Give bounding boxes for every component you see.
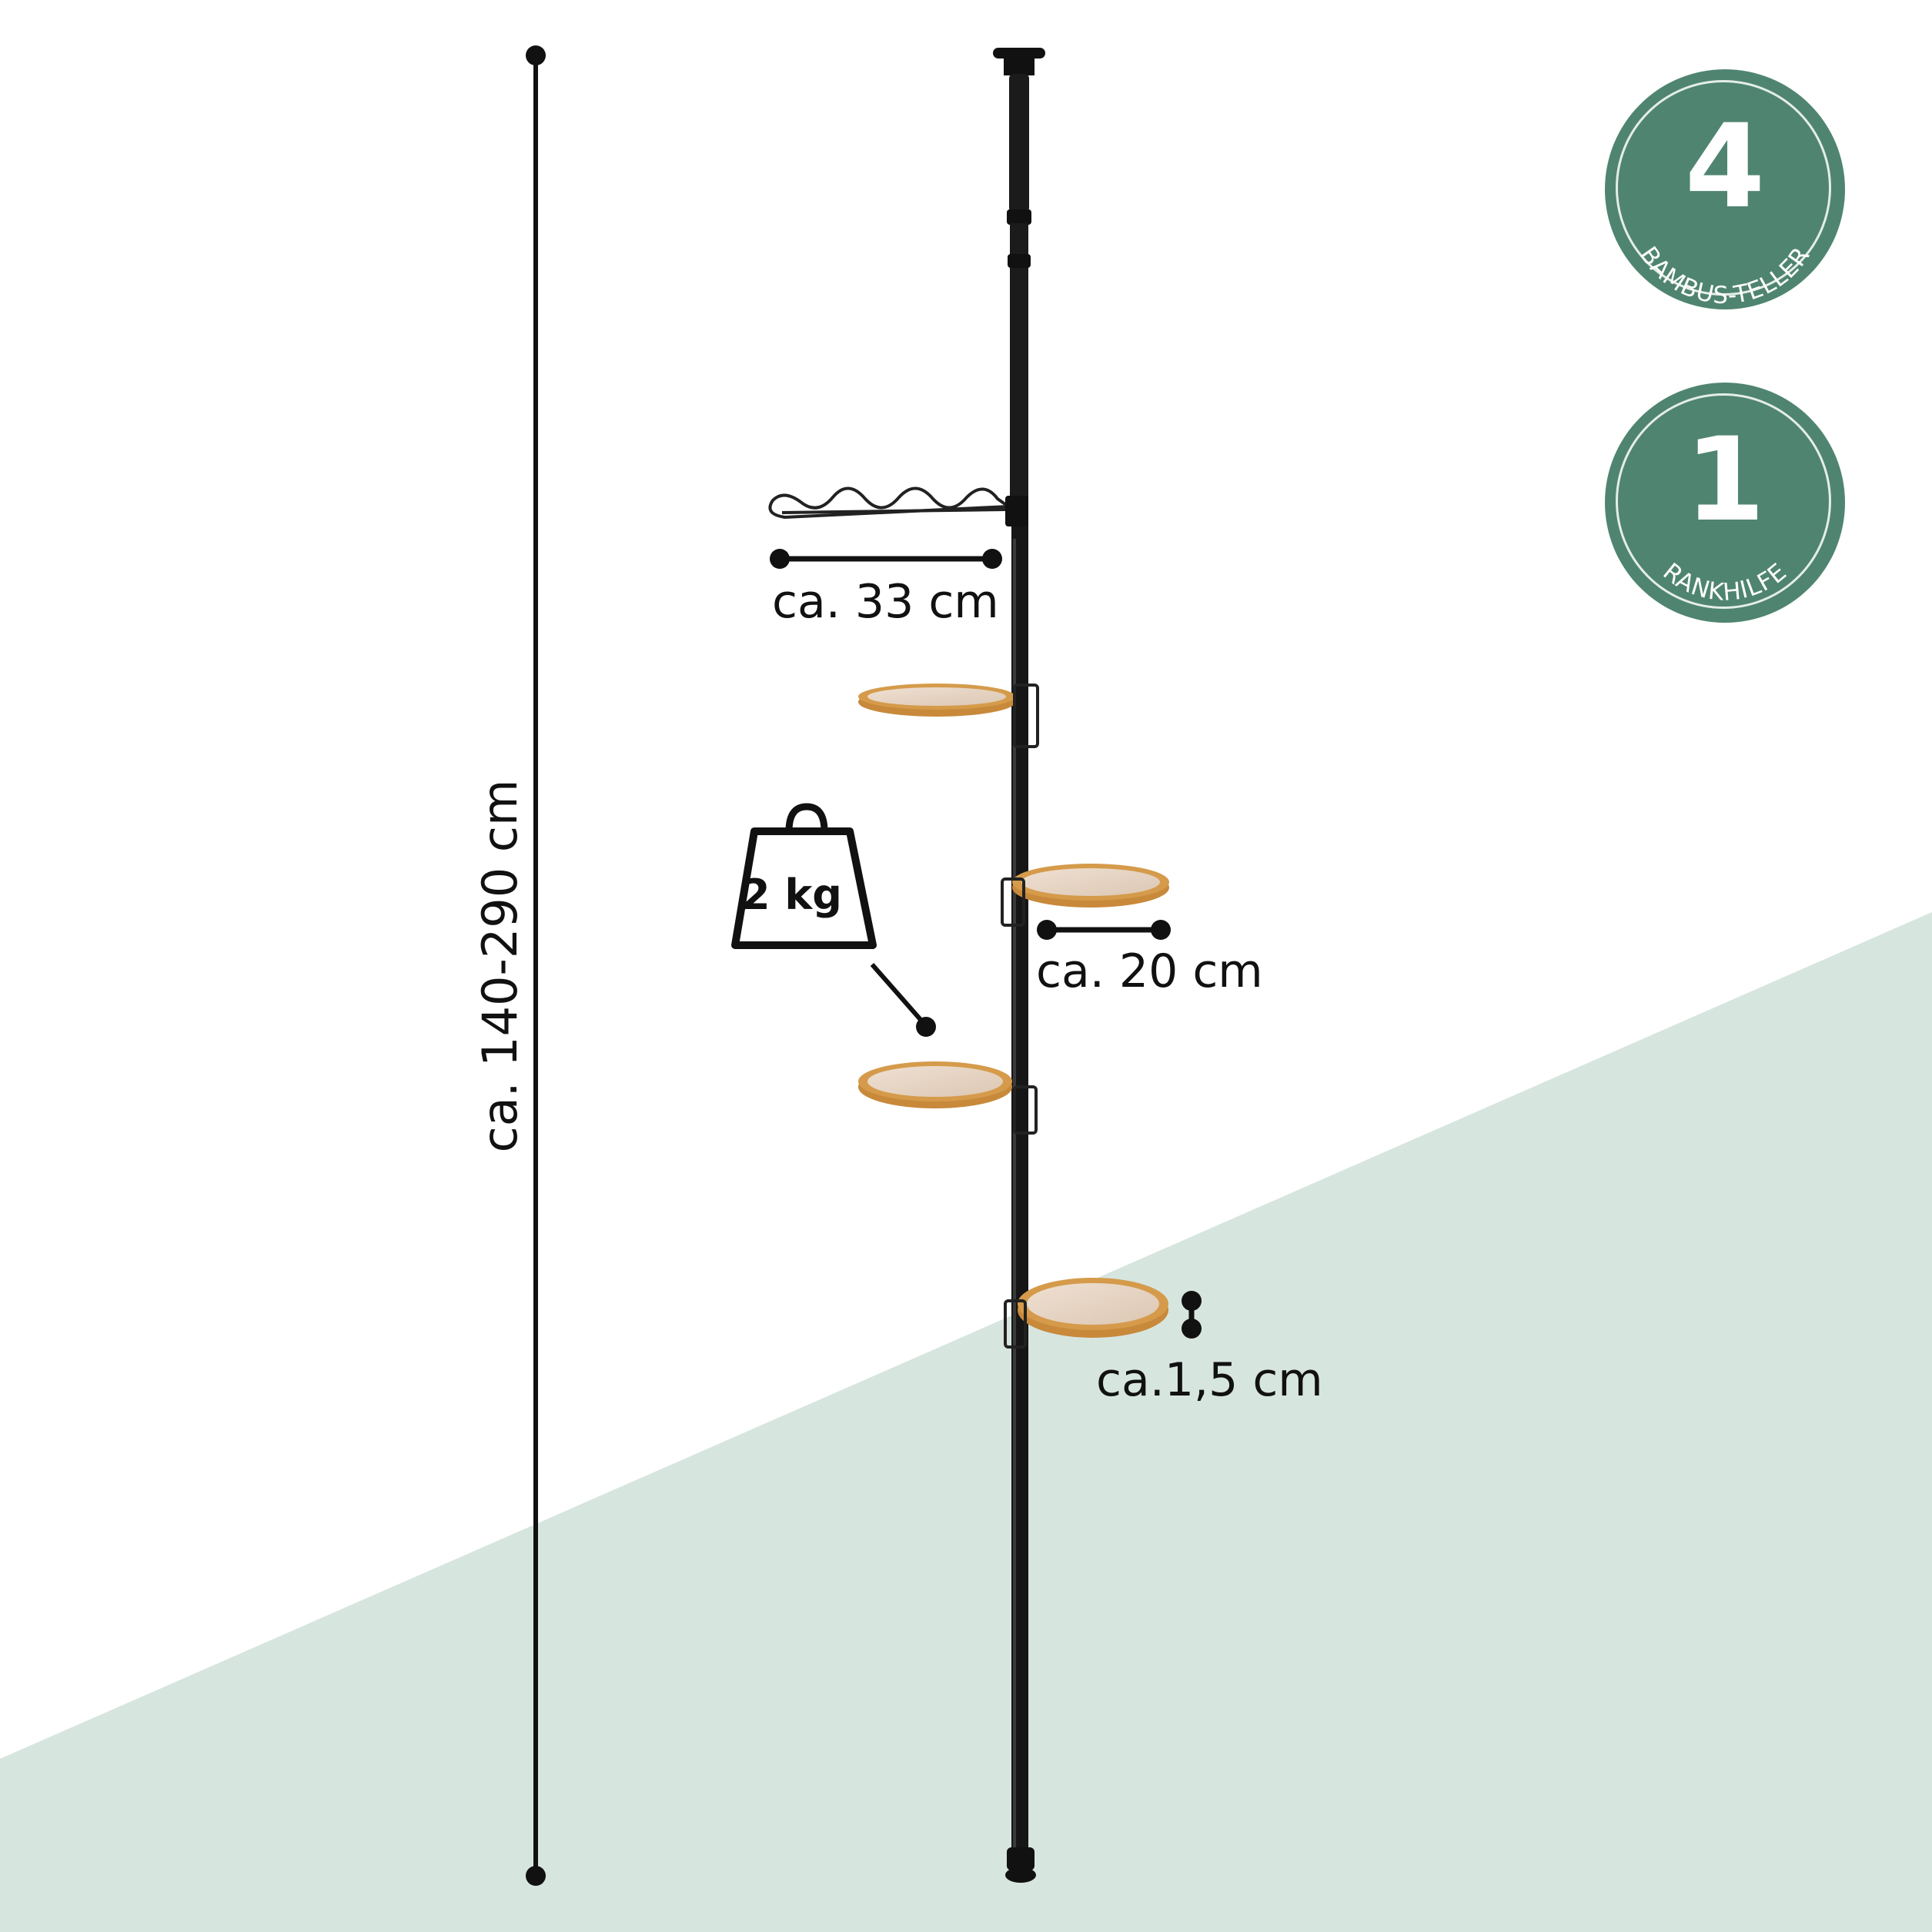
badge-number: 1 <box>1684 413 1766 547</box>
badge-caption-arc: BAMBUS-TELLER <box>1634 242 1816 309</box>
badge-caption-arc: RANKHILFE <box>1658 558 1793 607</box>
plate-diameter-label: ca. 20 cm <box>1036 944 1263 998</box>
total-height-label: ca. 140-290 cm <box>472 779 528 1153</box>
svg-text:RANKHILFE: RANKHILFE <box>1658 558 1793 607</box>
plate-height-dimension <box>1182 1291 1202 1339</box>
hanger-width-label: ca. 33 cm <box>772 575 999 629</box>
badge-ring <box>1616 80 1831 296</box>
bamboo-plate-4 <box>1004 1278 1168 1349</box>
bamboo-plate-2 <box>1001 864 1169 927</box>
badge-caption: BAMBUS-TELLER <box>1634 242 1815 309</box>
background-wedge <box>0 912 1932 1932</box>
badge-bamboo-plates: 4 BAMBUS-TELLER <box>1605 69 1845 309</box>
bamboo-plate-3 <box>858 1061 1038 1135</box>
trellis-hanger <box>768 486 1010 520</box>
badge-number: 4 <box>1684 100 1766 234</box>
hanger-clamp <box>1005 496 1028 526</box>
hanger-width-dimension <box>770 549 1002 569</box>
weight-pointer <box>870 963 936 1037</box>
badge-caption: RANKHILFE <box>1658 558 1792 607</box>
telescopic-pole <box>993 48 1045 1883</box>
badge-climbing-aid: 1 RANKHILFE <box>1605 383 1845 623</box>
plate-diameter-dimension <box>1037 920 1171 940</box>
svg-text:BAMBUS-TELLER: BAMBUS-TELLER <box>1634 242 1816 309</box>
plate-height-label: ca.1,5 cm <box>1096 1353 1323 1407</box>
height-dimension-line <box>526 45 546 1886</box>
weight-label: 2 kg <box>741 871 842 919</box>
kettlebell-weight-icon <box>731 803 877 949</box>
bamboo-plate-1 <box>858 684 1039 748</box>
badge-ring <box>1616 393 1831 609</box>
